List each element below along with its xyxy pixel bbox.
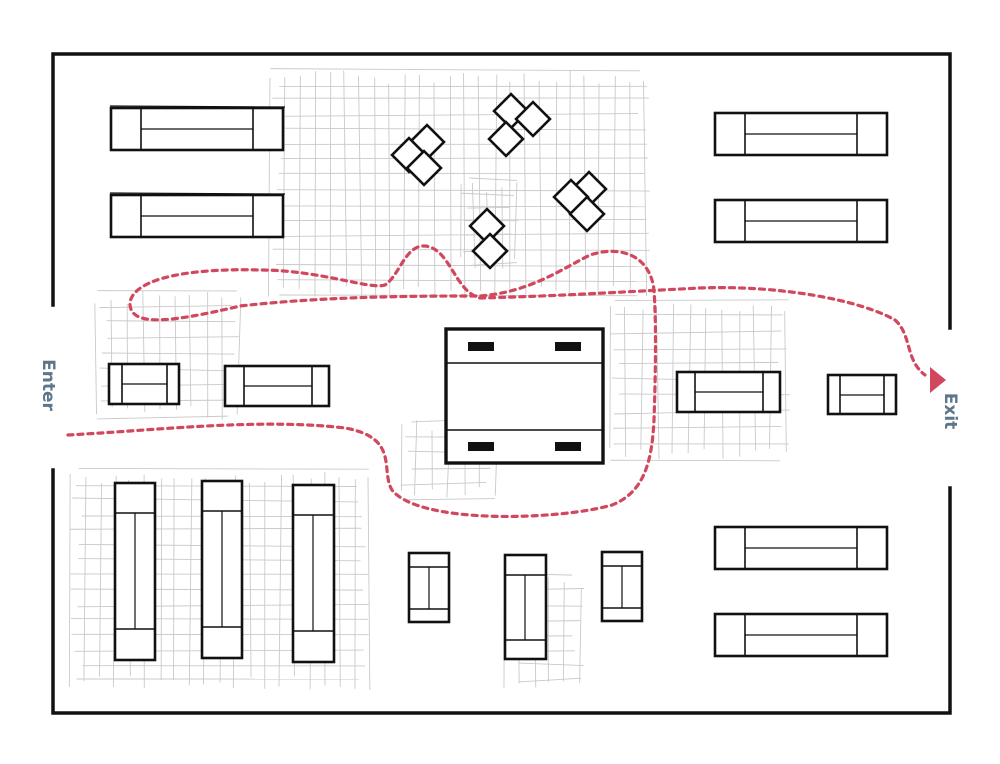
grid-hatch-line xyxy=(613,348,787,351)
tall-shelf-1 xyxy=(113,481,157,662)
tall-shelf-2 xyxy=(200,479,244,660)
grid-hatch-line xyxy=(78,467,369,470)
small-table-mid-left-1 xyxy=(107,362,181,406)
grid-hatch-line xyxy=(106,320,236,323)
display-table-top-left-1 xyxy=(109,105,286,152)
small-shelf-bottom-2 xyxy=(503,553,548,661)
small-shelf-bottom-1 xyxy=(407,551,451,624)
grid-hatch-line xyxy=(629,82,631,294)
display-table-bottom-right-1 xyxy=(713,525,889,571)
grid-hatch-line xyxy=(277,279,649,283)
tall-shelf-3 xyxy=(291,483,336,664)
exit-label: Exit xyxy=(940,393,960,430)
grid-hatch-line xyxy=(640,309,644,450)
grid-hatch-line xyxy=(518,677,582,683)
grid-hatch-line xyxy=(99,483,102,677)
grid-hatch-line xyxy=(671,303,675,454)
grid-hatch-line xyxy=(358,76,363,298)
diamond-display-cluster-3 xyxy=(552,170,608,233)
grid-hatch-line xyxy=(343,70,348,287)
grid-hatch-line xyxy=(609,306,611,448)
grid-hatch-line xyxy=(188,295,192,407)
small-table-mid-right-1 xyxy=(675,370,782,414)
grid-hatch-line xyxy=(406,498,495,501)
grid-hatch-line xyxy=(610,330,782,335)
grid-hatch-line xyxy=(555,82,558,292)
grid-hatch-line xyxy=(433,82,436,297)
wall-left-bottom xyxy=(51,468,952,715)
wall-left-top xyxy=(51,52,952,330)
grid-hatch-line xyxy=(643,81,648,297)
enter-label: Enter xyxy=(38,359,58,411)
grid-hatch-line xyxy=(469,177,518,181)
grid-hatch-line xyxy=(278,474,283,687)
small-table-mid-right-2 xyxy=(826,373,898,416)
grid-hatch-line xyxy=(518,662,584,666)
grid-hatch-line xyxy=(614,299,789,301)
grid-hatch-line xyxy=(94,303,97,415)
grid-hatch-line xyxy=(610,459,781,462)
grid-hatch-line xyxy=(612,76,616,287)
center-island xyxy=(444,327,605,465)
display-table-bottom-right-2 xyxy=(713,612,889,658)
grid-hatch-line xyxy=(276,264,643,268)
grid-hatch-line xyxy=(623,306,627,457)
grid-hatch-line xyxy=(449,75,452,291)
grid-hatch-line xyxy=(279,294,638,297)
grid-hatch-line xyxy=(618,361,779,365)
exit-arrow-icon xyxy=(930,367,946,393)
grid-hatch-line xyxy=(400,482,487,486)
grid-hatch-line xyxy=(160,478,163,681)
grid-hatch-line xyxy=(579,588,582,683)
grid-hatch-line xyxy=(101,352,235,355)
grid-hatch-line xyxy=(461,192,514,197)
grid-hatch-line xyxy=(374,77,377,297)
grid-hatch-line xyxy=(83,476,87,682)
small-shelf-bottom-3 xyxy=(600,550,644,623)
grid-hatch-line xyxy=(173,478,175,681)
display-table-top-left-2 xyxy=(109,192,286,239)
small-table-mid-left-2 xyxy=(223,364,331,408)
grid-hatch-line xyxy=(68,473,71,687)
grid-hatch-line xyxy=(338,477,341,687)
grid-hatch-line xyxy=(367,476,371,690)
grid-hatch-line xyxy=(784,311,787,452)
diamond-display-cluster-1 xyxy=(390,123,446,187)
grid-hatch-line xyxy=(281,157,648,159)
diamond-display-cluster-4 xyxy=(468,207,509,270)
store-walls xyxy=(51,52,952,715)
grid-hatch-line xyxy=(414,420,418,496)
grid-hatch-line xyxy=(314,71,317,297)
grid-hatch-line xyxy=(411,467,491,470)
grid-hatch-line xyxy=(99,305,232,309)
diamond-display-cluster-2 xyxy=(487,92,552,158)
grid-hatch-line xyxy=(403,74,406,290)
display-table-top-right-1 xyxy=(713,111,889,157)
grid-hatch-line xyxy=(615,313,783,316)
grid-hatch-line xyxy=(270,68,641,72)
customer-walk-path xyxy=(66,244,927,519)
grid-hatch-line xyxy=(298,75,301,290)
grid-hatch-line xyxy=(562,582,565,682)
grid-hatch-line xyxy=(277,113,639,117)
grid-hatch-line xyxy=(613,426,782,429)
grid-hatch-line xyxy=(276,127,647,131)
grid-hatch-line xyxy=(463,73,466,299)
grid-hatch-line xyxy=(96,415,229,420)
display-table-top-right-2 xyxy=(713,198,889,244)
grid-hatch-line xyxy=(107,336,239,339)
grid-hatch-line xyxy=(467,206,510,209)
grid-hatch-line xyxy=(188,478,193,686)
grid-hatch-line xyxy=(282,77,286,288)
grid-hatch-line xyxy=(249,482,252,678)
grid-hatch-line xyxy=(271,232,649,237)
